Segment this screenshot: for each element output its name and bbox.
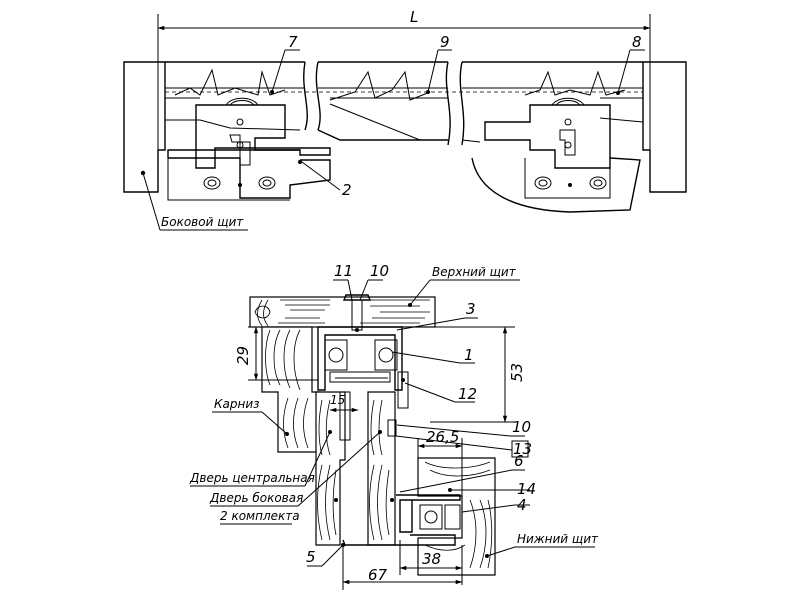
right-carriage	[471, 97, 641, 213]
left-carriage: 2	[167, 97, 352, 201]
label-two-sets: 2 комплекта	[220, 509, 300, 523]
section-dimensions: 29 53 15 26,5 38 67	[234, 326, 526, 590]
dim-L-label: L	[410, 8, 418, 26]
section-callouts: 11 10 Верхний щит 3 1 12 10	[189, 262, 599, 567]
central-door-wood	[315, 391, 346, 546]
callout-14: 14	[517, 480, 536, 498]
right-side-panel	[642, 61, 687, 193]
label-cornice: Карниз	[214, 397, 260, 411]
top-rail	[165, 61, 644, 146]
callout-10-lower: 10	[512, 418, 531, 436]
callout-1: 1	[464, 346, 474, 364]
dim-29-label: 29	[234, 346, 252, 365]
callout-10-top: 10	[370, 262, 389, 280]
label-door-central: Дверь центральная	[189, 471, 315, 485]
callout-5: 5	[306, 548, 316, 566]
callout-13: 13	[513, 440, 532, 458]
callout-9: 9	[440, 33, 450, 51]
callout-6: 6	[514, 452, 524, 470]
callout-3: 3	[466, 300, 476, 318]
dim-15-label: 15	[330, 393, 345, 407]
callout-12: 12	[458, 385, 477, 403]
dim-38-label: 38	[422, 550, 441, 568]
side-panel-leader: Боковой щит	[142, 172, 248, 231]
callout-11: 11	[334, 262, 353, 280]
top-callouts: 7 9 8	[270, 33, 645, 95]
label-bottom-panel: Нижний щит	[517, 532, 599, 546]
callout-2: 2	[342, 181, 352, 199]
middle-panel	[167, 129, 448, 158]
top-panel-wood	[249, 296, 436, 328]
upper-track-mechanism	[317, 294, 409, 441]
section-view: 29 53 15 26,5 38 67	[189, 262, 599, 590]
pile-seals	[174, 68, 626, 101]
cornice-wood	[261, 326, 321, 453]
left-side-panel	[123, 61, 166, 193]
lower-guide-profile	[341, 488, 461, 547]
dim-53-label: 53	[508, 363, 526, 382]
dimension-L: L	[157, 8, 651, 65]
callout-7: 7	[288, 33, 298, 51]
label-side-panel: Боковой щит	[161, 215, 244, 229]
top-view: L	[123, 8, 687, 231]
bottom-panel-wood	[417, 457, 496, 576]
side-door-wood	[367, 391, 396, 546]
callout-4: 4	[517, 496, 527, 514]
callout-8: 8	[632, 33, 642, 51]
dim-26-5-label: 26,5	[426, 428, 459, 446]
label-top-panel: Верхний щит	[432, 265, 517, 279]
label-door-side: Дверь боковая	[209, 491, 303, 505]
dim-67-label: 67	[368, 566, 388, 584]
